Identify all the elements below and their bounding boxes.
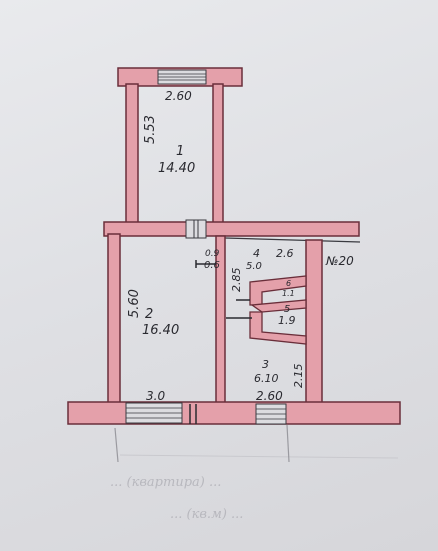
- room2-number-label: 2: [145, 307, 153, 322]
- wall-line: [224, 237, 361, 243]
- room6-number-label: 6: [286, 279, 291, 288]
- faint-line: [114, 427, 119, 463]
- window-bottom-right: [255, 403, 287, 425]
- bathroom-partitions: [226, 275, 307, 345]
- wall-room2-left: [107, 233, 121, 409]
- wall-room1-left: [125, 83, 139, 235]
- door-corridor: [195, 260, 216, 268]
- top-window-width-label: 2.60: [165, 89, 192, 103]
- faint-text: ... (кв.м) ...: [170, 507, 243, 522]
- room1-number-label: 1: [176, 144, 184, 159]
- room5-number-label: 5: [284, 304, 290, 315]
- bottom-left-width-label: 3.0: [146, 389, 165, 403]
- window-bottom-left: [125, 402, 183, 424]
- wall-middle: [103, 219, 360, 239]
- room1-area-label: 14.40: [158, 161, 195, 176]
- room3-number-label: 3: [262, 358, 269, 371]
- room6-area-label: 1.1: [282, 289, 295, 298]
- corridor-depth-label: 2.85: [230, 268, 243, 293]
- wall-bottom: [67, 401, 401, 425]
- room5-area-label: 1.9: [278, 314, 296, 327]
- faint-text: ... (квартира) ...: [110, 475, 221, 490]
- apartment-number-label: №20: [325, 254, 354, 268]
- room4-area-label: 5.0: [246, 261, 262, 272]
- room2-length-label: 5.60: [127, 289, 142, 318]
- faint-line: [119, 454, 399, 459]
- faint-line: [286, 424, 290, 463]
- corridor-width-label: 2.6: [276, 247, 294, 260]
- wall-right: [305, 239, 323, 411]
- door-small-label: 0.9: [205, 249, 220, 259]
- kitchen-height-label: 2.15: [292, 364, 305, 389]
- room3-area-label: 6.10: [254, 372, 279, 385]
- door-width-label: 0.6: [204, 260, 220, 271]
- room2-area-label: 16.40: [142, 323, 179, 338]
- wall-room1-right: [212, 83, 224, 235]
- room1-length-label: 5.53: [143, 115, 158, 144]
- bottom-right-width-label: 2.60: [256, 389, 283, 403]
- room4-number-label: 4: [253, 247, 260, 260]
- window-top: [157, 69, 207, 85]
